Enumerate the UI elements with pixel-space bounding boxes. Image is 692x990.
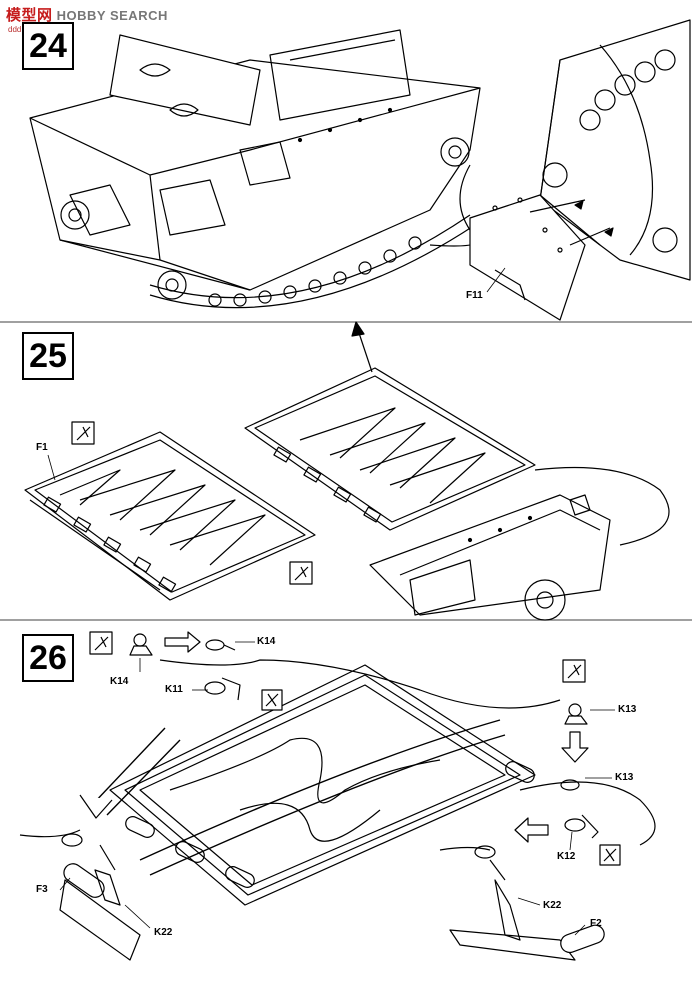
leader-lines xyxy=(47,267,615,936)
part-label-f1: F1 xyxy=(36,442,48,453)
step-25-right-ramp xyxy=(244,321,670,621)
step-number-24: 24 xyxy=(22,22,74,70)
part-label-f11: F11 xyxy=(466,290,483,301)
watermark-cn: 模型网 xyxy=(6,7,53,24)
step-number-25: 25 xyxy=(22,332,74,380)
step-24-vehicle-drawing xyxy=(29,29,481,309)
part-label-k22-a: K22 xyxy=(154,927,173,938)
part-label-k13-b: K13 xyxy=(615,772,634,783)
part-label-k12: K12 xyxy=(557,851,576,862)
step-26-hinge-details xyxy=(19,631,656,961)
step-25-left-ramp xyxy=(24,421,316,601)
part-label-k14-a: K14 xyxy=(110,676,129,687)
part-label-k14-b: K14 xyxy=(257,636,276,647)
watermark-en: HOBBY SEARCH xyxy=(56,8,168,23)
part-label-k22-b: K22 xyxy=(543,900,562,911)
part-label-f2: F2 xyxy=(590,918,602,929)
step-26-ramp-assembly xyxy=(79,664,536,906)
part-label-k11: K11 xyxy=(165,684,183,695)
step-24-ramp-detail xyxy=(469,19,691,321)
part-label-f3: F3 xyxy=(36,884,48,895)
step-number-26: 26 xyxy=(22,634,74,682)
part-label-k13-a: K13 xyxy=(618,704,637,715)
